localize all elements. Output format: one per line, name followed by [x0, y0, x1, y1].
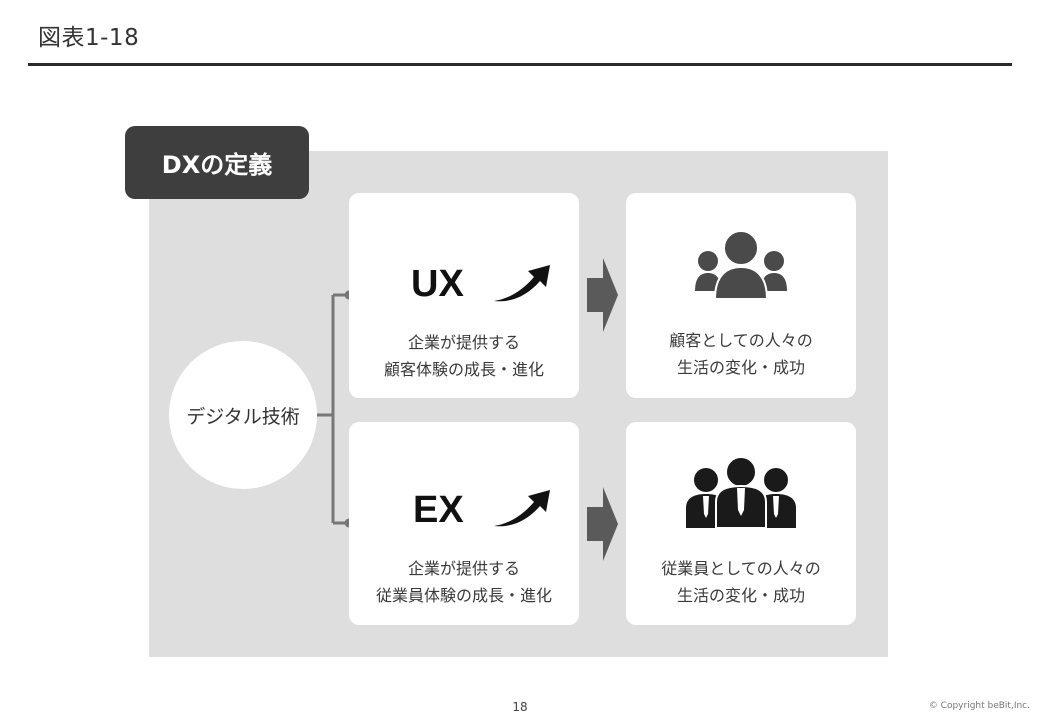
customers-group-icon — [695, 231, 787, 300]
employee-outcome-line1: 従業員としての人々の — [661, 559, 821, 578]
ux-description-line2: 顧客体験の成長・進化 — [383, 360, 544, 379]
dx-definition-badge: DXの定義 — [125, 126, 309, 199]
growth-arrow-icon — [494, 265, 550, 302]
growth-arrow-icon — [494, 490, 550, 527]
ex-description-line2: 従業員体験の成長・進化 — [375, 586, 552, 605]
employees-group-icon — [686, 456, 796, 528]
customer-outcome-card: 顧客としての人々の 生活の変化・成功 — [626, 193, 856, 398]
flow-arrow-icon — [587, 487, 618, 561]
ex-card: EX 企業が提供する 従業員体験の成長・進化 — [349, 422, 579, 625]
employee-outcome-card: 従業員としての人々の 生活の変化・成功 — [626, 422, 856, 625]
title-divider — [28, 63, 1012, 66]
employee-outcome-line2: 生活の変化・成功 — [676, 586, 805, 605]
figure-title: 図表1-18 — [38, 25, 140, 51]
flow-arrow-icon — [587, 258, 618, 332]
ex-description-line1: 企業が提供する — [407, 559, 520, 578]
digital-technology-label: デジタル技術 — [186, 405, 300, 428]
page-number: 18 — [512, 700, 528, 714]
ux-description-line1: 企業が提供する — [407, 333, 520, 352]
customer-outcome-line2: 生活の変化・成功 — [676, 358, 805, 377]
ex-label: EX — [413, 489, 464, 531]
customer-outcome-line1: 顧客としての人々の — [669, 331, 813, 350]
ux-card: UX 企業が提供する 顧客体験の成長・進化 — [349, 193, 579, 398]
copyright-notice: © Copyright beBit,Inc. — [928, 701, 1030, 711]
digital-technology-circle: デジタル技術 — [169, 341, 317, 489]
ux-label: UX — [411, 263, 464, 305]
